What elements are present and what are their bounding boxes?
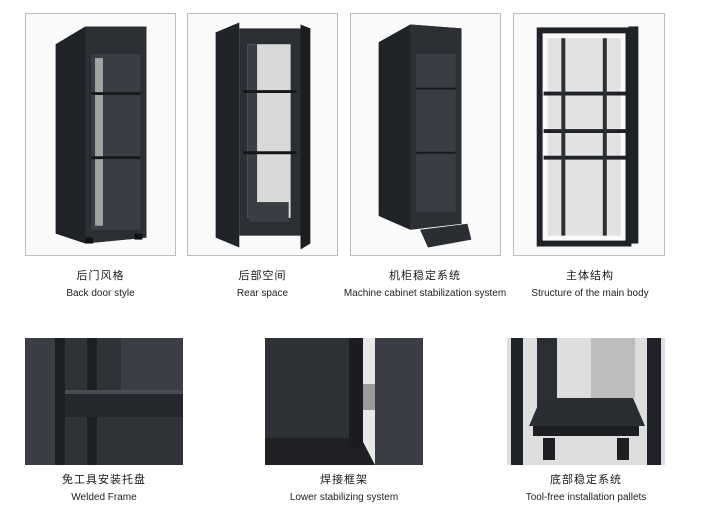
caption-zh: 底部稳定系统 (550, 474, 622, 486)
welded-frame-illustration (265, 338, 423, 465)
product-photo-base-pallet (507, 338, 665, 465)
product-image-stabilization (350, 13, 501, 256)
tray-detail-illustration (25, 338, 183, 465)
caption-zh: 后门风格 (76, 270, 125, 282)
caption-en: Machine cabinet stabilization system (343, 288, 507, 299)
caption-zh: 主体结构 (566, 270, 614, 282)
caption-rear-space: 后部空间 Rear space (187, 270, 338, 300)
cabinet-back-door-illustration (55, 26, 147, 244)
caption-tray: 免工具安装托盘 Welded Frame (25, 474, 183, 504)
caption-zh: 机柜稳定系统 (389, 270, 461, 282)
caption-stabilization: 机柜稳定系统 Machine cabinet stabilization sys… (330, 270, 520, 300)
cabinet-rear-space-illustration (215, 22, 311, 250)
caption-zh: 后部空间 (238, 270, 287, 282)
cabinet-stabilization-illustration (378, 24, 472, 248)
caption-zh: 焊接框架 (320, 474, 368, 486)
caption-en: Lower stabilizing system (289, 492, 399, 503)
caption-en: Rear space (236, 288, 289, 299)
caption-main-structure: 主体结构 Structure of the main body (520, 270, 660, 300)
caption-en: Back door style (66, 288, 135, 299)
caption-en: Tool-free installation pallets (525, 492, 647, 503)
base-pallet-illustration (507, 338, 665, 465)
product-photo-tray (25, 338, 183, 465)
product-image-rear-space (187, 13, 338, 256)
product-photo-welded-frame (265, 338, 423, 465)
caption-base-pallet: 底部稳定系统 Tool-free installation pallets (500, 474, 672, 504)
caption-en: Structure of the main body (531, 288, 649, 299)
caption-zh: 免工具安装托盘 (62, 474, 146, 486)
caption-en: Welded Frame (71, 492, 137, 503)
cabinet-frame-illustration (536, 26, 639, 247)
product-image-back-door (25, 13, 176, 256)
caption-back-door: 后门风格 Back door style (25, 270, 176, 300)
caption-welded-frame: 焊接框架 Lower stabilizing system (265, 474, 423, 504)
product-image-main-structure (513, 13, 665, 256)
